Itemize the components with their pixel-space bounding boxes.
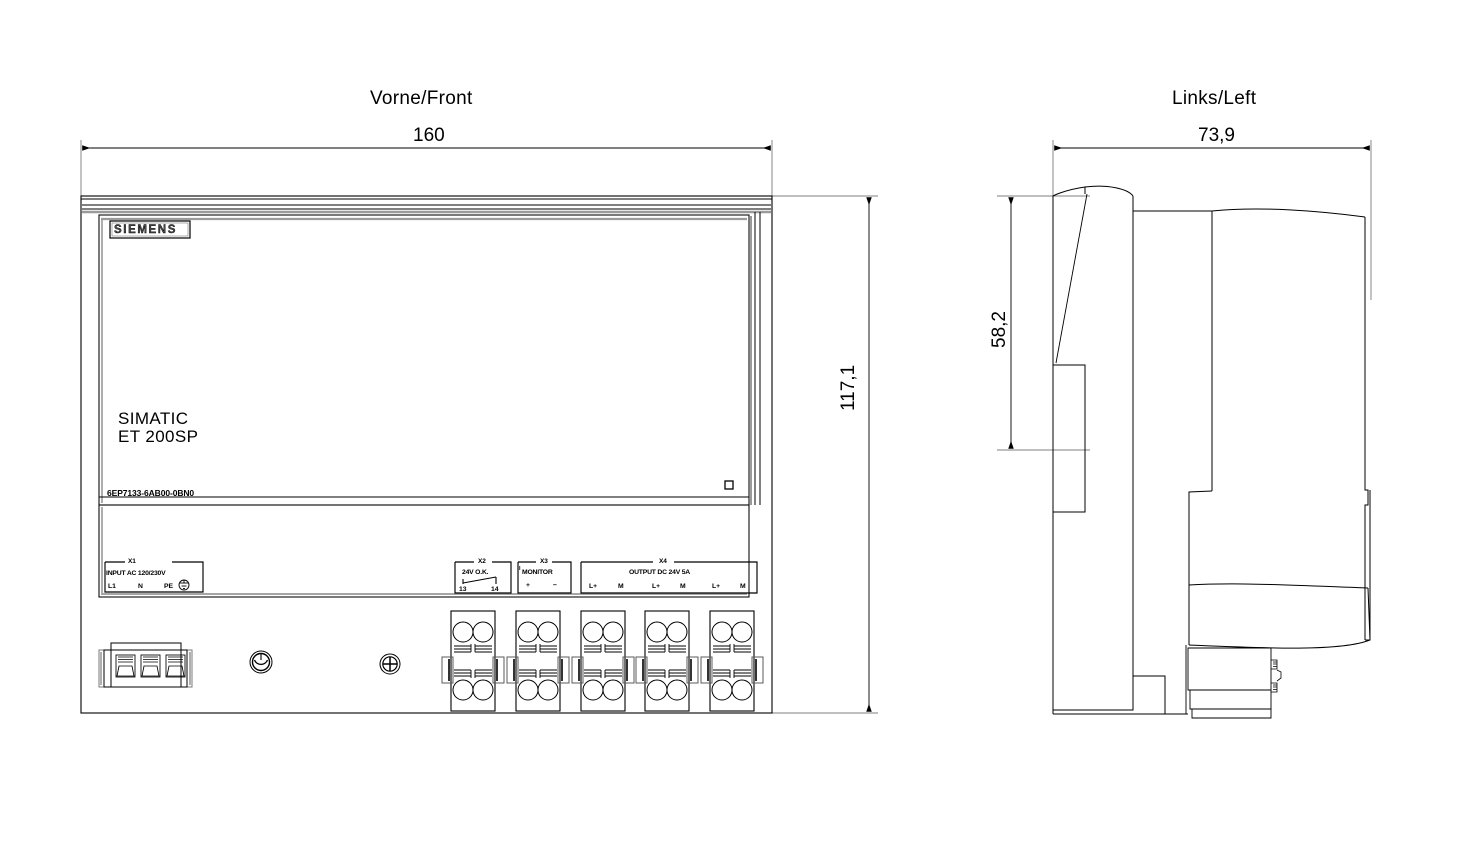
- dimension-front-height: [772, 195, 878, 714]
- siemens-logo-text: SIEMENS: [114, 224, 177, 236]
- terminal-x3-id: X3: [540, 558, 548, 565]
- terminal-x4-desc: OUTPUT DC 24V 5A: [629, 569, 691, 576]
- terminal-x4-pin-4: M: [680, 583, 686, 590]
- side-view-housing-body: [1133, 208, 1371, 641]
- product-family-label: SIMATIC: [118, 409, 189, 428]
- dimension-front-width-label: 160: [413, 125, 445, 146]
- terminal-x1-pin-n: N: [138, 583, 143, 590]
- front-lower-panel: [98, 504, 750, 598]
- terminal-x2-contact-symbol: [462, 576, 497, 584]
- terminal-x4-pin-5: L+: [712, 583, 721, 590]
- terminal-x4-pin-3: L+: [652, 583, 661, 590]
- pushin-terminal-module: [506, 610, 570, 712]
- terminal-x3-designation-box: [517, 561, 572, 594]
- front-panel-right-edge: [754, 212, 761, 505]
- terminal-connector-x1: [98, 642, 193, 688]
- terminal-x1-id: X1: [128, 558, 136, 565]
- terminal-x2-pin-14: 14: [491, 586, 499, 593]
- terminal-x1-earth-icon: [178, 579, 190, 591]
- pushin-terminal-module: [635, 610, 699, 712]
- terminal-x4-id: X4: [659, 558, 667, 565]
- siemens-logo-frame: [109, 220, 191, 239]
- left-view-title: Links/Left: [1172, 88, 1257, 109]
- front-label-plate: [98, 214, 750, 506]
- cross-head-screw-icon: [379, 653, 401, 675]
- dimension-front-width: [80, 140, 773, 215]
- terminal-x3-pin-minus: −: [553, 582, 557, 589]
- terminal-x4-pin-2: M: [618, 583, 624, 590]
- side-view-front-bracket: [1052, 185, 1188, 715]
- terminal-x1-pin-pe: PE: [164, 583, 174, 590]
- terminal-x4-pin-1: L+: [589, 583, 598, 590]
- led-square-icon: [724, 480, 734, 490]
- terminal-x3-desc: MONITOR: [522, 569, 553, 576]
- front-body-outline: [80, 195, 773, 714]
- dimension-side-width-label: 73,9: [1198, 125, 1235, 146]
- side-view-connector-pins: [1271, 659, 1282, 693]
- terminal-x1-designation-box: [104, 561, 204, 593]
- terminal-x1-desc: INPUT AC 120/230V: [106, 570, 166, 577]
- dimension-side-partial-height: [997, 195, 1090, 451]
- pushin-terminal-module: [571, 610, 635, 712]
- terminal-x4-designation-box: [580, 561, 758, 594]
- side-view-chamfer-line: [1055, 193, 1088, 364]
- terminal-connector-group-pushin: [441, 610, 764, 712]
- terminal-x3-pin-plus: +: [526, 582, 530, 589]
- terminal-x2-desc: 24V O.K.: [462, 569, 489, 576]
- side-view-housing-right-curve: [1188, 587, 1371, 649]
- terminal-x4-pin-6: M: [740, 583, 746, 590]
- terminal-x1-pin-l1: L1: [108, 583, 116, 590]
- terminal-x2-id: X2: [478, 558, 486, 565]
- order-number-label: 6EP7133-6AB00-0BN0: [107, 488, 195, 498]
- pushin-terminal-module: [441, 610, 505, 712]
- side-view-bottom-connector: [1185, 645, 1272, 719]
- product-type-label: ET 200SP: [118, 427, 199, 446]
- terminal-x2-designation-box: [454, 561, 512, 594]
- pushin-terminal-module: [700, 610, 764, 712]
- potentiometer-knob-icon: [249, 650, 273, 674]
- terminal-x3-prefix: I: [519, 566, 521, 572]
- terminal-x2-pin-13: 13: [459, 586, 467, 593]
- siemens-logo-frame-inner: [111, 222, 189, 237]
- front-top-cover-strip: [81, 198, 772, 210]
- front-view-title: Vorne/Front: [370, 88, 473, 109]
